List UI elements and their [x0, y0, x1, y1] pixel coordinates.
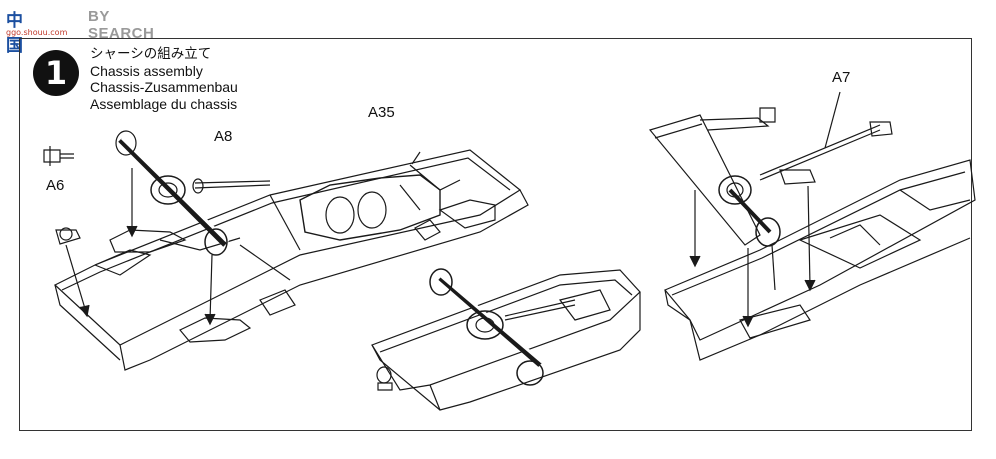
- part-label-a35: A35: [368, 104, 395, 121]
- watermark-brand: BY SEARCH: [88, 8, 155, 42]
- step-title-english: Chassis assembly: [90, 62, 203, 79]
- part-label-a8: A8: [214, 128, 233, 145]
- part-label-a6: A6: [46, 177, 65, 194]
- left-assembly-arrows: [66, 152, 420, 324]
- right-steering-assembly: [650, 108, 892, 246]
- right-assembly-arrows: [690, 92, 840, 326]
- step-title-french: Assemblage du chassis: [90, 95, 238, 112]
- a6-shackle-part: [44, 146, 80, 244]
- watermark-url: ggo.shouu.com: [6, 28, 68, 37]
- left-chassis-frame: [55, 150, 528, 370]
- part-label-a7: A7: [832, 69, 851, 86]
- right-chassis-frame: [665, 160, 975, 360]
- instruction-frame: [19, 38, 972, 431]
- step-number-badge: 1: [33, 50, 79, 96]
- step-titles: シャーシの組み立て Chassis assembly Chassis-Zusam…: [90, 46, 238, 112]
- left-axle-assembly: [116, 131, 270, 255]
- step-title-japanese: シャーシの組み立て: [90, 46, 212, 62]
- step-title-german: Chassis-Zusammenbau: [90, 79, 238, 95]
- watermark-logo: 中国: [6, 11, 24, 56]
- middle-axle-assembly: [372, 269, 640, 410]
